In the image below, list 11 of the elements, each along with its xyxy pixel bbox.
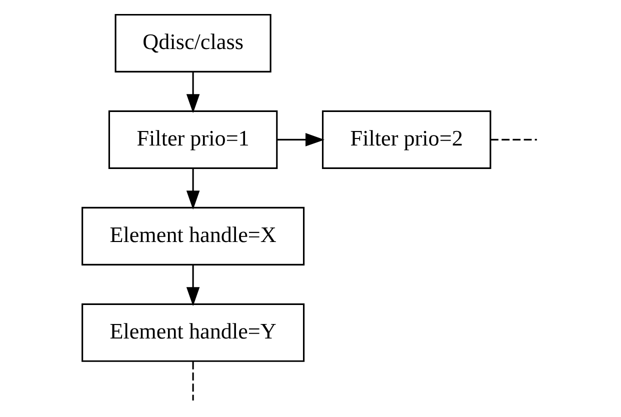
- connector: [490, 138, 537, 140]
- node-box: Filter prio=2: [322, 110, 492, 169]
- arrow: [277, 133, 324, 146]
- node-box: Qdisc/class: [114, 14, 272, 72]
- connector: [192, 361, 194, 401]
- node-box: Element handle=X: [82, 206, 305, 266]
- arrow: [186, 265, 200, 306]
- node-box: Filter prio=1: [108, 110, 278, 169]
- node-box: Element handle=Y: [82, 303, 305, 362]
- arrow: [186, 72, 200, 114]
- arrow: [186, 168, 200, 210]
